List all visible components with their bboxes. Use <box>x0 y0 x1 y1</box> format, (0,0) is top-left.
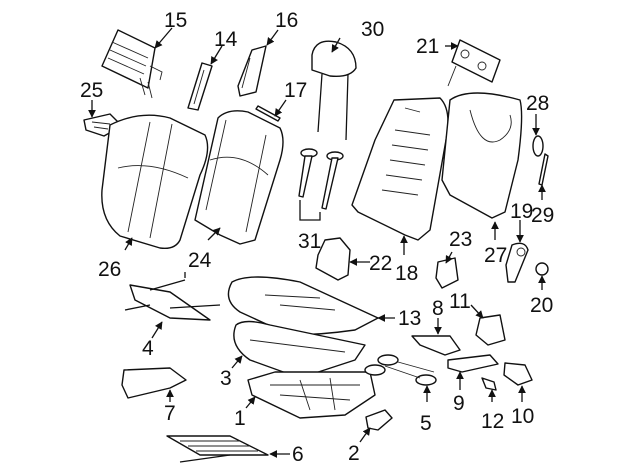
callout-1[interactable]: 1 <box>234 407 246 430</box>
part-22-recliner[interactable] <box>315 237 351 281</box>
callout-14[interactable]: 14 <box>214 28 238 51</box>
part-3-cushion-pad[interactable] <box>233 320 366 379</box>
part-11-switch-housing[interactable] <box>475 314 506 346</box>
part-5-grommet-harness[interactable] <box>364 354 437 386</box>
callout-8[interactable]: 8 <box>432 297 444 320</box>
callout-11[interactable]: 11 <box>449 290 471 313</box>
callout-9[interactable]: 9 <box>453 392 465 415</box>
part-31-headrest-guides[interactable] <box>298 148 344 221</box>
part-13-cushion-cover[interactable] <box>227 276 379 336</box>
part-27-back-panel[interactable] <box>441 92 523 219</box>
part-12-knob[interactable] <box>481 377 497 391</box>
callout-5[interactable]: 5 <box>420 412 432 435</box>
part-16-side-airbag[interactable] <box>237 45 267 97</box>
callout-3[interactable]: 3 <box>220 367 232 390</box>
part-10-switch[interactable] <box>503 362 533 386</box>
part-24-seat-back-pad[interactable] <box>194 110 284 245</box>
callout-10[interactable]: 10 <box>511 405 534 428</box>
callout-23[interactable]: 23 <box>449 228 472 251</box>
leader-lines <box>88 27 546 458</box>
callout-7[interactable]: 7 <box>164 402 176 425</box>
part-1-seat-frame[interactable] <box>247 371 376 419</box>
part-6-heater[interactable] <box>166 435 269 463</box>
callout-16[interactable]: 16 <box>275 9 298 32</box>
callout-27[interactable]: 27 <box>484 244 507 267</box>
part-26-seat-back-cover[interactable] <box>101 114 209 250</box>
callout-13[interactable]: 13 <box>398 307 421 330</box>
callout-labels: 15 14 16 17 25 30 21 28 29 19 27 20 23 1… <box>80 9 554 466</box>
part-9-bracket[interactable] <box>447 354 499 373</box>
callout-17[interactable]: 17 <box>284 79 307 102</box>
callout-30[interactable]: 30 <box>361 18 384 41</box>
part-7-side-shield[interactable] <box>121 367 187 399</box>
callout-2[interactable]: 2 <box>348 442 360 465</box>
part-14-airbag-cover[interactable] <box>187 62 213 111</box>
part-28-ring[interactable] <box>532 135 544 157</box>
callout-18[interactable]: 18 <box>395 262 418 285</box>
part-15-lumbar-support[interactable] <box>101 29 163 99</box>
part-30-headrest[interactable] <box>311 40 357 141</box>
part-2-clip[interactable] <box>365 409 393 431</box>
callout-25[interactable]: 25 <box>80 79 103 102</box>
part-21-lumbar-switch[interactable] <box>447 39 501 87</box>
callout-31[interactable]: 31 <box>298 230 321 253</box>
callout-24[interactable]: 24 <box>188 249 212 272</box>
part-4-side-trim[interactable] <box>124 272 221 321</box>
part-20-cap[interactable] <box>535 262 549 276</box>
part-29-rod[interactable] <box>538 153 549 186</box>
part-8-bracket[interactable] <box>411 335 461 356</box>
callout-21[interactable]: 21 <box>416 35 439 58</box>
callout-6[interactable]: 6 <box>292 443 304 466</box>
callout-29[interactable]: 29 <box>531 204 554 227</box>
callout-20[interactable]: 20 <box>530 294 553 317</box>
callout-12[interactable]: 12 <box>481 410 504 433</box>
part-19-recliner-handle[interactable] <box>505 242 529 283</box>
callout-22[interactable]: 22 <box>369 252 392 275</box>
callout-4[interactable]: 4 <box>142 337 154 360</box>
part-17-pin[interactable] <box>255 105 281 122</box>
callout-19[interactable]: 19 <box>510 200 533 223</box>
callout-28[interactable]: 28 <box>526 92 549 115</box>
part-18-seat-back-frame[interactable] <box>351 97 449 241</box>
callout-26[interactable]: 26 <box>98 258 121 281</box>
callout-15[interactable]: 15 <box>164 9 187 32</box>
